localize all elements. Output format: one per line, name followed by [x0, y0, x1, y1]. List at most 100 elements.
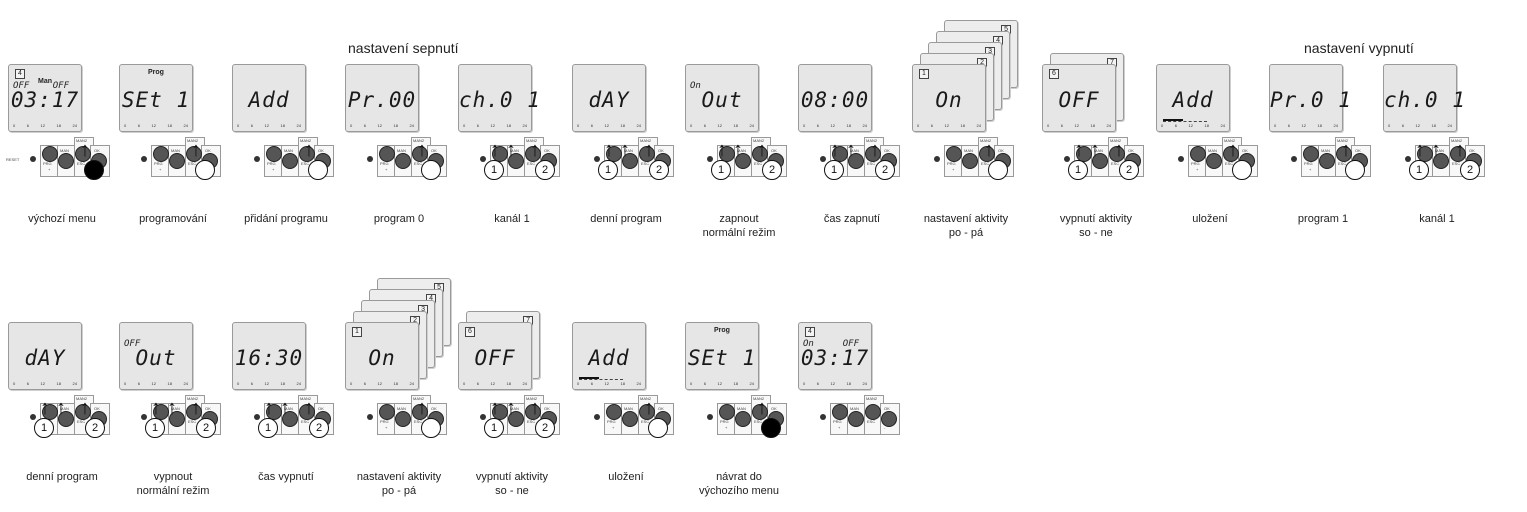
lcd-tick-label: 12: [1301, 123, 1306, 128]
ok-button[interactable]: [525, 404, 541, 420]
lcd-main-text: 16:30: [234, 346, 304, 370]
button-label: MAN: [737, 406, 746, 411]
man-button[interactable]: [1433, 153, 1449, 169]
prg-button[interactable]: [606, 404, 622, 420]
up-arrow-icon: ↑: [733, 139, 743, 161]
button-label: OK: [431, 406, 437, 411]
prg-button[interactable]: [946, 146, 962, 162]
man-button[interactable]: [508, 153, 524, 169]
man-button[interactable]: [735, 411, 751, 427]
man-button[interactable]: [848, 153, 864, 169]
button-label: MAN: [964, 148, 973, 153]
lcd-tick-label: 24: [1447, 123, 1452, 128]
prg-button[interactable]: [1303, 146, 1319, 162]
up-arrow-icon: ↑: [620, 139, 630, 161]
prg-button[interactable]: [266, 146, 282, 162]
prg-button[interactable]: [42, 146, 58, 162]
button-label: MAN2: [1337, 138, 1349, 143]
button-label: +: [385, 425, 388, 430]
lcd-tick-label: 6: [250, 123, 253, 128]
man-button[interactable]: [1319, 153, 1335, 169]
ok-button[interactable]: [865, 146, 881, 162]
ok-button[interactable]: [186, 146, 202, 162]
lcd-tick-label: 24: [1220, 123, 1225, 128]
esc-button[interactable]: [881, 411, 897, 427]
ok-button[interactable]: [75, 146, 91, 162]
prg-button[interactable]: [832, 404, 848, 420]
man-button[interactable]: [848, 411, 864, 427]
ok-button[interactable]: [1336, 146, 1352, 162]
man-button[interactable]: [1206, 153, 1222, 169]
prg-button[interactable]: [153, 146, 169, 162]
button-label: MAN: [1208, 148, 1217, 153]
prg-button[interactable]: [379, 146, 395, 162]
man-button[interactable]: [395, 153, 411, 169]
ok-button[interactable]: [865, 404, 881, 420]
ok-button[interactable]: [752, 404, 768, 420]
button-label: MAN: [850, 148, 859, 153]
lcd-main-text: Pr.00: [347, 88, 417, 112]
button-label: OK: [658, 148, 664, 153]
lcd-tick-label: 18: [393, 123, 398, 128]
man-button[interactable]: [508, 411, 524, 427]
button-label: MAN2: [980, 138, 992, 143]
ok-button[interactable]: [299, 146, 315, 162]
ok-button[interactable]: [525, 146, 541, 162]
prg-button[interactable]: [379, 404, 395, 420]
ok-button[interactable]: [75, 404, 91, 420]
man-button[interactable]: [169, 153, 185, 169]
ok-button[interactable]: [299, 404, 315, 420]
man-button[interactable]: [58, 411, 74, 427]
lcd-main-text: Add: [248, 88, 290, 112]
ok-button[interactable]: [412, 146, 428, 162]
step-1-marker: 1: [484, 160, 504, 180]
ok-button[interactable]: [752, 146, 768, 162]
ok-button[interactable]: [639, 146, 655, 162]
lcd-main-text: Add: [1172, 88, 1214, 112]
man-button[interactable]: [395, 411, 411, 427]
button-label: ESC: [188, 161, 197, 166]
lcd-main-text: OFF: [474, 346, 516, 370]
button-label: MAN2: [640, 138, 652, 143]
ok-button[interactable]: [1223, 146, 1239, 162]
man-button[interactable]: [735, 153, 751, 169]
button-label: MAN2: [866, 396, 878, 401]
press-marker: [421, 418, 441, 438]
man-button[interactable]: [1092, 153, 1108, 169]
button-label: ESC: [414, 161, 423, 166]
button-label: PRG: [267, 161, 276, 166]
lcd-main-text: Out: [701, 88, 743, 112]
lcd-tick-label: 18: [1090, 123, 1095, 128]
ok-button[interactable]: [1109, 146, 1125, 162]
ok-button[interactable]: [412, 404, 428, 420]
step-caption: program 1: [1297, 213, 1349, 225]
ok-button[interactable]: [979, 146, 995, 162]
man-button[interactable]: [58, 153, 74, 169]
prg-button[interactable]: [1190, 146, 1206, 162]
status-led-icon: [820, 414, 826, 420]
button-label: +: [838, 425, 841, 430]
press-marker: [84, 160, 104, 180]
ok-button[interactable]: [639, 404, 655, 420]
button-label: ESC: [301, 161, 310, 166]
button-label: MAN2: [300, 396, 312, 401]
man-button[interactable]: [962, 153, 978, 169]
button-label: +: [1196, 167, 1199, 172]
ok-button[interactable]: [1450, 146, 1466, 162]
step-2-marker: 2: [1119, 160, 1139, 180]
man-button[interactable]: [282, 411, 298, 427]
man-button[interactable]: [169, 411, 185, 427]
man-button[interactable]: [282, 153, 298, 169]
prg-button[interactable]: [719, 404, 735, 420]
up-arrow-icon: ↑: [191, 139, 201, 161]
ok-button[interactable]: [186, 404, 202, 420]
button-label: MAN: [60, 148, 69, 153]
man-button[interactable]: [622, 411, 638, 427]
man-button[interactable]: [622, 153, 638, 169]
button-label: OK: [771, 406, 777, 411]
